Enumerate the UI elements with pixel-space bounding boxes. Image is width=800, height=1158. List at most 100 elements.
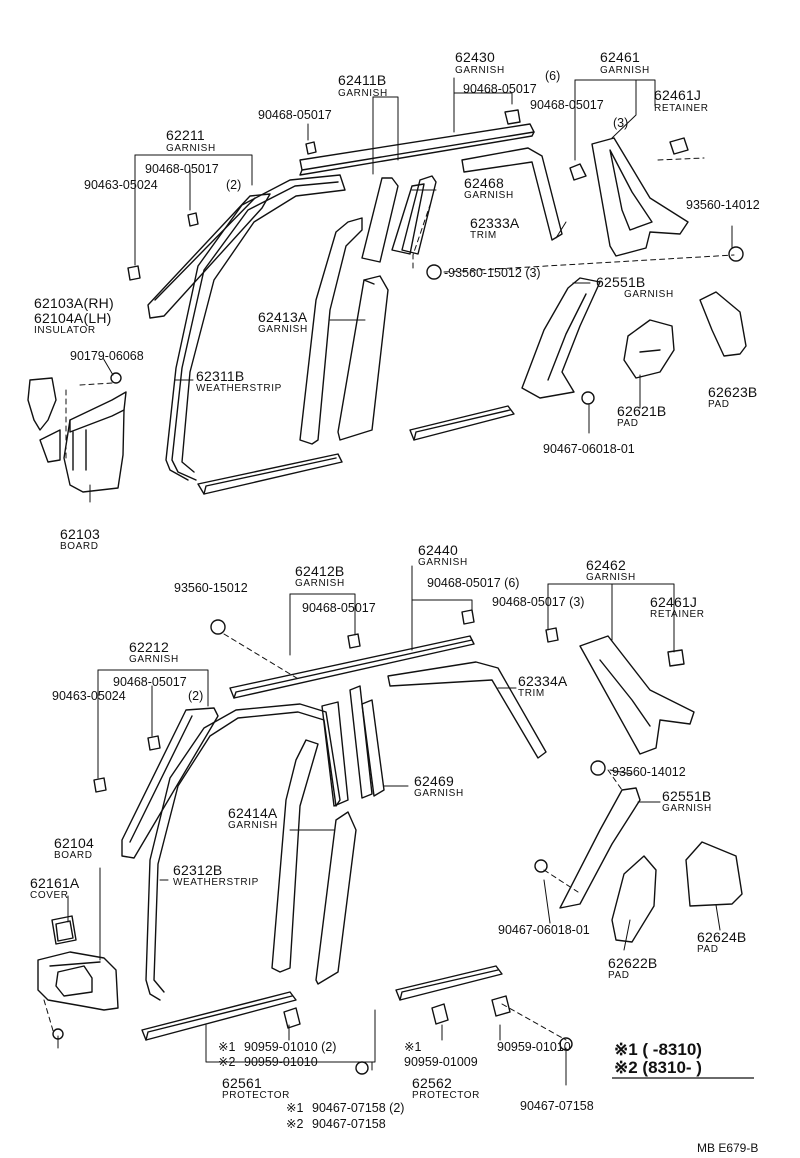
- bolt-90467-07158-bottom: 90467-07158: [312, 1117, 386, 1131]
- part-number-62334A: 62334A: [518, 673, 568, 689]
- bolt-90468-05017-left: 90468-05017: [145, 162, 219, 176]
- bolt-90468-05017-b-pillar-bottom: 90468-05017: [302, 601, 376, 615]
- part-name-62334A: TRIM: [518, 688, 545, 699]
- bolt-90959-01010-qty2: 90959-01010 (2): [244, 1040, 337, 1054]
- protector-62561-drawing: [141, 991, 297, 1041]
- part-number-62103A-rh: 62103A(RH): [34, 295, 114, 311]
- bolt-90463-05024-bottom: 90463-05024: [52, 689, 126, 703]
- marker-1-right: ※1: [404, 1040, 422, 1054]
- garnish-62411B-drawing: [361, 177, 399, 263]
- weatherstrip-62311B-drawing: [165, 174, 346, 481]
- part-name-62430: GARNISH: [455, 65, 505, 76]
- part-number-62551B-top: 62551B: [596, 274, 646, 290]
- part-number-62312B: 62312B: [173, 862, 223, 878]
- part-number-62461: 62461: [600, 49, 640, 65]
- part-number-62161A: 62161A: [30, 875, 80, 891]
- marker-1-bottom: ※1: [286, 1101, 304, 1115]
- part-name-62561: PROTECTOR: [222, 1090, 290, 1101]
- part-number-62413A: 62413A: [258, 309, 308, 325]
- bolt-93560-15012-bottom: 93560-15012: [174, 581, 248, 595]
- protector-62562-drawing: [395, 965, 503, 1001]
- pad-62624B-drawing: [685, 841, 743, 907]
- quantity-3-top: (3): [613, 116, 629, 130]
- scuff-plate-top-left-drawing: [197, 453, 343, 495]
- bolt-90959-01010-right: 90959-01010: [497, 1040, 571, 1054]
- diagram-code: MB E679-B: [697, 1141, 759, 1155]
- bolt-93560-14012-top: 93560-14012: [686, 198, 760, 212]
- part-name-62413A: GARNISH: [258, 324, 308, 335]
- bolt-90959-01010-left: 90959-01010: [244, 1055, 318, 1069]
- pad-62622B-drawing: [611, 855, 657, 943]
- garnish-62462-drawing: [579, 635, 695, 755]
- part-name-62461J-bottom: RETAINER: [650, 609, 705, 620]
- cover-62161A-drawing: [51, 915, 77, 945]
- part-number-62469: 62469: [414, 773, 454, 789]
- part-name-62623B: PAD: [708, 399, 730, 410]
- bolt-90468-05017-top-right: 90468-05017: [463, 82, 537, 96]
- scuff-plate-top-right-drawing: [409, 405, 515, 441]
- part-name-62562: PROTECTOR: [412, 1090, 480, 1101]
- bolt-90467-06018-01-bottom: 90467-06018-01: [498, 923, 590, 937]
- garnish-62551B-bottom-drawing: [559, 787, 641, 909]
- part-name-62212: GARNISH: [129, 654, 179, 665]
- part-name-62469: GARNISH: [414, 788, 464, 799]
- weatherstrip-62312B-drawing: [145, 703, 341, 1001]
- part-number-62468: 62468: [464, 175, 504, 191]
- quantity-6-top: (6): [545, 69, 561, 83]
- bolt-90467-07158-qty2: 90467-07158 (2): [312, 1101, 405, 1115]
- top-leader-lines: [89, 77, 733, 503]
- part-name-62461: GARNISH: [600, 65, 650, 76]
- bolt-90468-05017-bottom-left: 90468-05017: [113, 675, 187, 689]
- bolt-90468-05017-qty3-bottom: 90468-05017 (3): [492, 595, 585, 609]
- garnish-62461-drawing: [591, 137, 689, 257]
- garnish-62551B-drawing: [521, 277, 601, 399]
- legend-row-1: ※1 ( -8310): [614, 1040, 702, 1059]
- bolt-90467-06018-01-top: 90467-06018-01: [543, 442, 635, 456]
- part-number-62621B: 62621B: [617, 403, 667, 419]
- marker-2-left: ※2: [218, 1055, 236, 1069]
- garnish-62440-drawing: [229, 635, 475, 699]
- part-name-62551B-top: GARNISH: [624, 289, 674, 300]
- part-number-62104: 62104: [54, 835, 94, 851]
- garnish-62212-drawing: [121, 707, 219, 859]
- garnish-62211-drawing: [147, 193, 271, 319]
- garnish-62469-drawing: [361, 699, 385, 797]
- part-number-62104A-lh: 62104A(LH): [34, 310, 112, 326]
- garnish-62468-drawing: [391, 175, 437, 255]
- pad-62623B-drawing: [699, 291, 747, 357]
- part-number-62461J-bottom: 62461J: [650, 594, 698, 610]
- part-name-62551B-bottom: GARNISH: [662, 803, 712, 814]
- bottom-leader-lines: [57, 565, 721, 1086]
- part-number-62333A: 62333A: [470, 215, 520, 231]
- part-name-62333A: TRIM: [470, 230, 497, 241]
- part-number-62430: 62430: [455, 49, 495, 65]
- legend-row-2: ※2 (8310- ): [614, 1058, 702, 1077]
- part-number-62103: 62103: [60, 526, 100, 542]
- part-number-62212: 62212: [129, 639, 169, 655]
- part-number-62211: 62211: [166, 127, 205, 143]
- board-62103-drawing: [27, 377, 127, 493]
- part-name-62624B: PAD: [697, 944, 719, 955]
- bolt-90467-07158-right: 90467-07158: [520, 1099, 594, 1113]
- marker-1-left: ※1: [218, 1040, 236, 1054]
- part-number-62562: 62562: [412, 1075, 452, 1091]
- part-number-62622B: 62622B: [608, 955, 658, 971]
- part-name-62414A: GARNISH: [228, 820, 278, 831]
- part-name-62621B: PAD: [617, 418, 639, 429]
- garnish-62430-drawing: [299, 123, 535, 176]
- trim-62333A-drawing: [461, 147, 563, 241]
- part-number-62462: 62462: [586, 557, 626, 573]
- part-name-62311B: WEATHERSTRIP: [196, 383, 282, 394]
- board-62104-drawing: [37, 951, 119, 1011]
- part-name-62462: GARNISH: [586, 572, 636, 583]
- bolt-93560-14012-bottom: 93560-14012: [612, 765, 686, 779]
- part-number-62440: 62440: [418, 542, 458, 558]
- part-number-62461J: 62461J: [654, 87, 702, 103]
- garnish-62414A-drawing: [271, 739, 357, 985]
- part-name-62622B: PAD: [608, 970, 630, 981]
- part-name-62211: GARNISH: [166, 143, 216, 154]
- part-name-62461J: RETAINER: [654, 103, 709, 114]
- garnish-62412B-drawing: [321, 685, 373, 807]
- bolt-90179-06068-top: 90179-06068: [70, 349, 144, 363]
